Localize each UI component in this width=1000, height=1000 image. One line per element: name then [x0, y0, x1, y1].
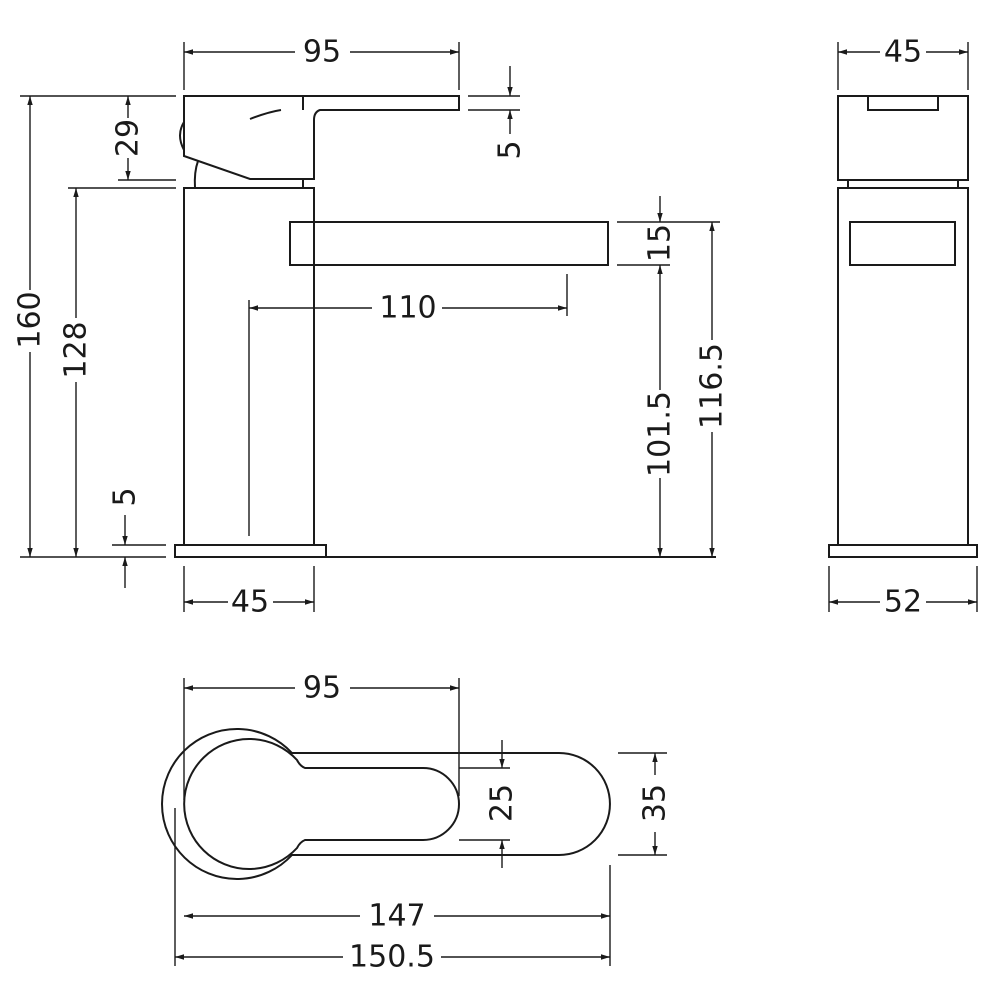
side-body	[837, 187, 969, 546]
dim-lever-thickness: 5	[468, 66, 528, 160]
dim-label: 5	[493, 140, 528, 159]
lever-head	[179, 95, 460, 189]
dim-base-depth: 52	[828, 566, 978, 620]
side-base-plate	[828, 544, 978, 558]
dim-spout-height: 15	[617, 196, 720, 266]
dim-plan-lever-length: 95	[183, 671, 460, 800]
plan-view: 95 25 35 147 150.5	[161, 671, 673, 975]
dim-overall-height: 160	[13, 96, 166, 558]
dim-label: 101.5	[643, 391, 678, 477]
dim-label: 52	[884, 585, 922, 620]
base-plate	[174, 544, 327, 558]
dim-label: 147	[368, 899, 425, 934]
dim-lever-height: 29	[20, 95, 176, 181]
side-lever-head	[837, 95, 969, 181]
dim-label: 160	[13, 291, 48, 348]
dim-label: 45	[884, 35, 922, 70]
dim-spout-projection: 110	[248, 274, 568, 536]
dim-label: 116.5	[695, 343, 730, 429]
dim-body-height: 128	[59, 187, 176, 557]
dim-label: 150.5	[349, 940, 435, 975]
dim-spout-width: 35	[618, 752, 673, 856]
dim-lever-width: 25	[459, 740, 520, 868]
dim-spout-length: 147	[184, 865, 611, 966]
dim-label: 15	[643, 224, 678, 262]
dim-label: 95	[303, 671, 341, 706]
dim-spout-clearance: 101.5	[643, 265, 678, 557]
dim-label: 35	[638, 784, 673, 822]
dim-lever-length: 95	[183, 35, 460, 90]
dim-label: 29	[111, 119, 146, 157]
dim-label: 5	[108, 487, 143, 506]
plan-outer-outline	[161, 728, 611, 880]
dim-label: 25	[485, 784, 520, 822]
dim-label: 45	[231, 585, 269, 620]
front-view: 95 5 29 160 128	[13, 35, 730, 620]
dim-overall-length: 150.5	[174, 808, 610, 975]
spout	[289, 221, 609, 266]
dim-label: 128	[59, 321, 94, 378]
dim-side-depth: 45	[837, 35, 969, 90]
dim-label: 110	[379, 291, 436, 326]
side-spout-outlet	[849, 221, 956, 266]
dim-body-width: 45	[183, 566, 315, 620]
dim-label: 95	[303, 35, 341, 70]
dim-base-thickness: 5	[108, 487, 166, 588]
plan-lever-outline	[183, 738, 460, 870]
side-view: 45 52	[828, 35, 978, 620]
dim-spout-top-height: 116.5	[695, 222, 730, 557]
